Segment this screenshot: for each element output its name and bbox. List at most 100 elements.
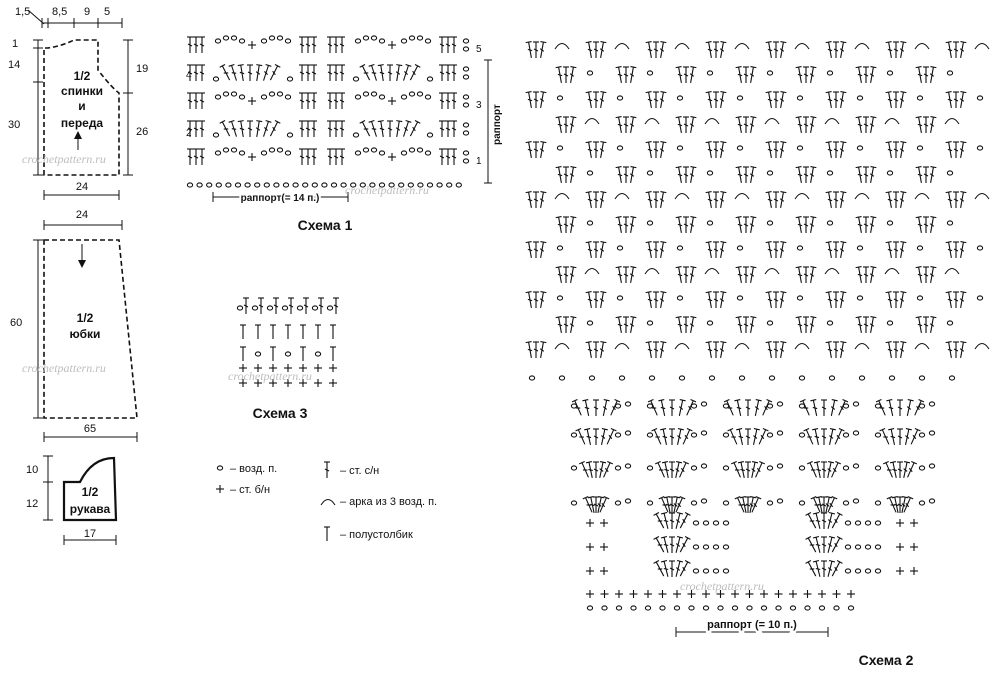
skirt-outline (43, 239, 138, 419)
double-crochet-stitch (867, 66, 877, 84)
scheme3: crochetpattern.ru Схема 3 (228, 297, 340, 421)
double-crochet-stitch (555, 316, 565, 334)
chain-stitch (352, 76, 360, 82)
double-crochet-stitch (747, 316, 757, 334)
double-crochet-stitch (807, 316, 817, 334)
double-crochet-stitch (368, 119, 380, 139)
double-crochet-stitch (585, 91, 595, 109)
double-crochet-stitch (400, 119, 412, 139)
chain-stitch (260, 38, 268, 44)
double-crochet-stitch (867, 166, 877, 184)
chain-stitch (212, 76, 220, 82)
chain-stitch (842, 432, 850, 438)
chain-stitch (446, 182, 453, 188)
chain-stitch (854, 568, 862, 574)
chain-stitch (722, 568, 730, 574)
bodice-left-dim-1: 1 (12, 38, 18, 50)
chain-stitch (918, 500, 926, 506)
double-crochet-stitch (802, 316, 810, 334)
arch-stitch (944, 117, 960, 125)
bodice-right-dim-1: 19 (136, 63, 148, 75)
chain-stitch (722, 520, 730, 526)
double-crochet-stitch (742, 66, 750, 84)
single-crochet-stitch (313, 378, 323, 388)
chain-stitch (842, 403, 850, 409)
double-crochet-stitch (765, 191, 775, 209)
chain-stitch (362, 35, 370, 41)
chain-stitch (776, 401, 784, 407)
chain-stitch (646, 70, 654, 76)
chain-stitch (874, 465, 882, 471)
double-crochet-stitch (668, 560, 676, 578)
double-crochet-stitch (338, 64, 346, 82)
double-crochet-stitch (952, 341, 960, 359)
chain-stitch (864, 520, 872, 526)
double-crochet-stitch (837, 141, 847, 159)
chain-stitch (648, 375, 656, 381)
chain-stitch (886, 70, 894, 76)
double-crochet-stitch (915, 216, 925, 234)
chain-stitch (206, 182, 213, 188)
double-crochet-stitch (887, 428, 898, 446)
chain-stitch (928, 430, 936, 436)
chain-stitch (646, 465, 654, 471)
double-crochet-stitch (885, 399, 897, 417)
double-crochet-stitch (747, 166, 757, 184)
arch-stitch (794, 192, 810, 200)
double-crochet-stitch (627, 266, 637, 284)
double-crochet-stitch (598, 428, 609, 446)
double-crochet-stitch (892, 191, 900, 209)
chain-stitch (722, 465, 730, 471)
chain-stitch (847, 605, 855, 611)
double-crochet-stitch (622, 66, 630, 84)
chain-stitch (222, 35, 230, 41)
double-crochet-stitch (555, 166, 565, 184)
double-crochet-stitch (855, 266, 865, 284)
skirt-pattern: 24 60 1/2 юбки 65 crochetpattern.ru (10, 209, 138, 442)
chain-stitch (702, 568, 710, 574)
double-crochet-stitch (679, 427, 693, 447)
double-crochet-stitch (957, 91, 967, 109)
skirt-left-dim: 60 (10, 317, 22, 329)
chain-stitch (856, 295, 864, 301)
scheme1-row-5: 5 (476, 44, 482, 55)
single-crochet-stitch (909, 542, 919, 552)
chain-stitch (326, 305, 334, 311)
double-crochet-stitch (717, 41, 727, 59)
chain-stitch (766, 403, 774, 409)
double-crochet-stitch (765, 291, 775, 309)
chain-stitch (292, 182, 299, 188)
double-crochet-stitch (652, 191, 660, 209)
chain-stitch (918, 465, 926, 471)
double-crochet-stitch (855, 166, 865, 184)
bodice-top-dim-1: 1,5 (15, 6, 30, 18)
double-crochet-stitch (555, 66, 565, 84)
double-crochet-stitch (945, 41, 955, 59)
chain-stitch (416, 147, 424, 153)
double-crochet-stitch (332, 64, 340, 82)
double-crochet-stitch (592, 399, 600, 417)
double-crochet-stitch (615, 266, 625, 284)
double-crochet-stitch (652, 91, 660, 109)
double-crochet-stitch (597, 141, 607, 159)
chain-stitch (276, 35, 284, 41)
double-crochet-stitch (298, 36, 306, 54)
single-crochet-stitch (802, 589, 813, 599)
double-crochet-stitch (777, 41, 787, 59)
half-double-stitch (329, 324, 337, 340)
chain-stitch (796, 245, 804, 251)
bodice-left-dim-2: 14 (8, 59, 20, 71)
chain-stitch (586, 320, 594, 326)
chain-stitch (616, 95, 624, 101)
chain-stitch (284, 150, 292, 156)
chain-stitch (570, 465, 578, 471)
chain-stitch (776, 463, 784, 469)
chain-stitch (690, 465, 698, 471)
chain-stitch (766, 220, 774, 226)
double-crochet-stitch (735, 266, 745, 284)
double-crochet-stitch (615, 166, 625, 184)
double-crochet-stitch (820, 461, 828, 479)
double-crochet-stitch (657, 291, 667, 309)
bodice-right-dim-2: 26 (136, 126, 148, 138)
double-crochet-stitch (304, 120, 312, 138)
